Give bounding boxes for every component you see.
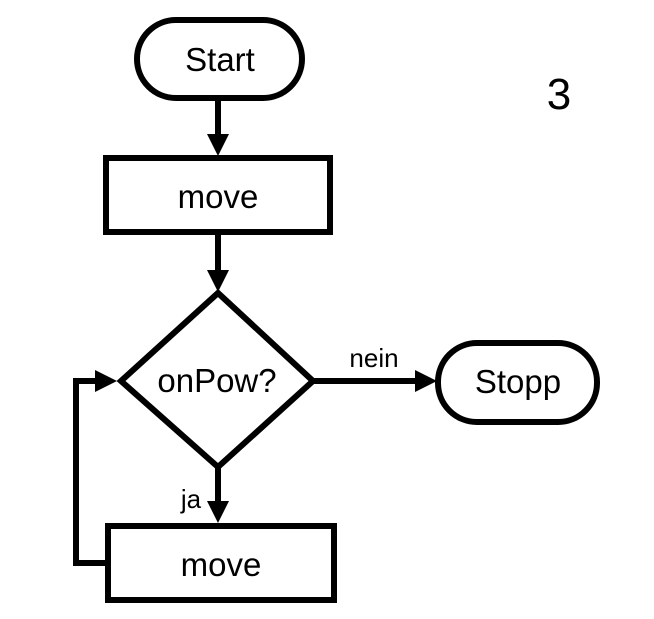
node-move1: move — [103, 155, 333, 235]
decision-shape — [116, 288, 318, 472]
arrow-down-icon — [207, 501, 229, 523]
edge-move1-to-decision — [207, 233, 229, 292]
node-move1-label: move — [178, 178, 259, 215]
node-move2-label: move — [181, 546, 262, 583]
node-stopp-label: Stopp — [475, 363, 561, 400]
edge-polyline — [73, 378, 108, 566]
arrow-down-icon — [207, 270, 229, 292]
arrow-down-icon — [207, 134, 229, 156]
node-start: Start — [134, 17, 305, 101]
edge-start-to-move1 — [207, 98, 229, 156]
edge-move2-loop-to-decision — [73, 370, 117, 566]
edge-decision-to-stopp: nein — [314, 343, 437, 392]
arrow-right-icon — [415, 370, 437, 392]
node-stopp: Stopp — [435, 340, 600, 425]
terminator-shape — [134, 17, 305, 101]
node-start-label: Start — [185, 41, 255, 78]
process-shape — [105, 523, 337, 603]
process-shape — [103, 155, 333, 235]
node-move2: move — [105, 523, 337, 603]
terminator-shape — [435, 340, 600, 425]
arrow-right-icon — [95, 370, 117, 392]
edge-label-nein: nein — [349, 343, 398, 373]
node-decision: onPow? — [116, 288, 318, 472]
page-number: 3 — [547, 70, 571, 119]
node-decision-label: onPow? — [157, 362, 276, 399]
edge-decision-to-move2: ja — [180, 464, 229, 523]
edge-label-ja: ja — [180, 484, 202, 514]
